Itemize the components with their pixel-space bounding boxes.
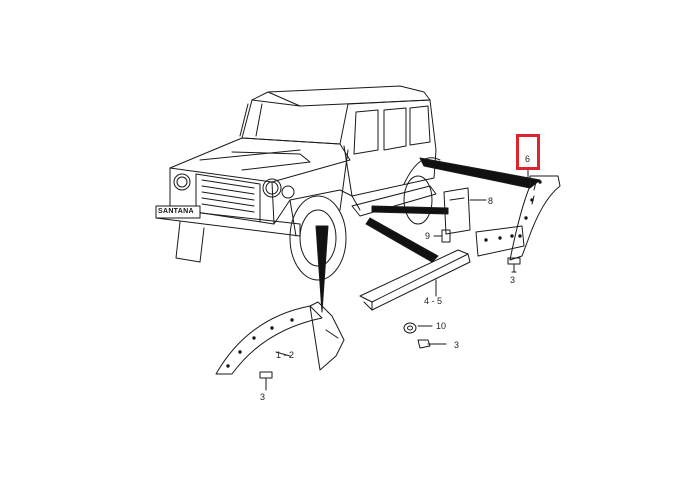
washer-part [403,322,433,334]
callout-screw-rear: 3 [510,275,516,285]
callout-screw-front: 3 [260,392,266,402]
front-wheel-arch-part [215,301,345,375]
callout-bracket: 8 [488,196,494,206]
callout-rear-wheel-arch: 6 [525,154,531,164]
rear-wheel-arch-part [475,167,561,261]
screw-rear [507,257,521,273]
highlight-box [516,134,540,170]
vehicle-drawing [155,85,441,281]
callout-front-wheel-arch: 1 - 2 [276,350,295,360]
callout-clip: 9 [425,231,431,241]
screw-bottom [417,339,447,349]
callout-washer: 10 [436,321,447,331]
callout-screw-bottom: 3 [454,340,460,350]
grille-badge: SANTANA [158,208,194,215]
sill-part [359,249,471,311]
clip-part [433,229,451,243]
leader-lines [315,157,541,313]
bracket-part [443,187,487,235]
callout-sill-panel: 4 - 5 [424,296,443,306]
screw-front [259,371,273,391]
